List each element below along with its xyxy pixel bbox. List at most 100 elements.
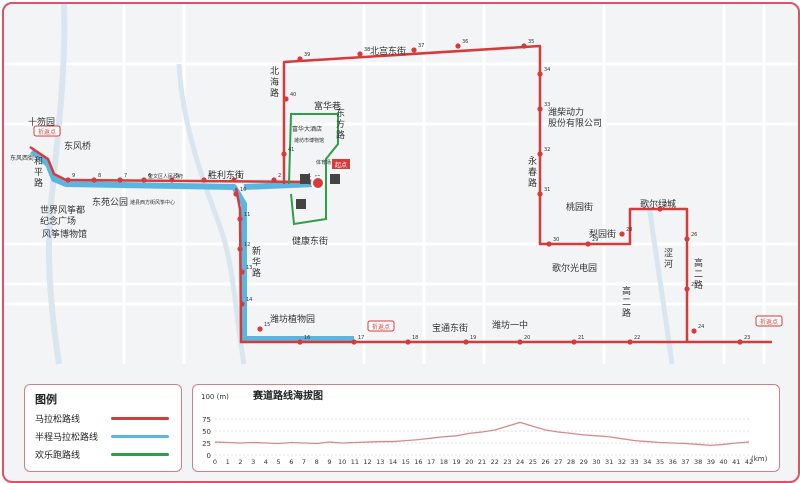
elevation-x-tick: 24 <box>516 458 524 466</box>
km-marker-label: 12 <box>244 242 250 248</box>
km-marker-label: 35 <box>528 39 534 45</box>
elevation-y-tick: 25 <box>202 440 211 448</box>
label-gaoer-road-right-char: 二 <box>694 270 703 280</box>
svg-text:折返点: 折返点 <box>760 318 778 326</box>
km-marker-label: 13 <box>246 265 252 271</box>
km-marker-dot <box>684 286 690 292</box>
elevation-x-tick: 42 <box>745 458 753 466</box>
elevation-x-tick: 41 <box>732 458 740 466</box>
km-marker-dot <box>351 339 357 345</box>
start-sign <box>332 159 350 169</box>
elevation-x-tick: 3 <box>251 458 255 466</box>
elevation-x-tick: 39 <box>707 458 715 466</box>
label-beihai-char: 海 <box>270 76 279 88</box>
elevation-x-tick: 19 <box>452 458 460 466</box>
km-marker-dot <box>405 339 411 345</box>
km-marker-label: 37 <box>418 43 424 49</box>
marathon-route-northeast <box>282 44 689 342</box>
km-marker-label: 27 <box>664 202 670 208</box>
km-marker-dot <box>297 339 303 345</box>
elevation-x-tick: 0 <box>213 458 217 466</box>
km-marker-label: 6 <box>148 173 151 179</box>
label-weihe-char: 河 <box>664 258 673 270</box>
start-finish-point <box>311 176 325 190</box>
label-yongchun-char: 春 <box>528 166 537 178</box>
elevation-x-tick: 32 <box>618 458 626 466</box>
km-marker-dot <box>141 177 147 183</box>
elevation-x-tick: 27 <box>554 458 562 466</box>
elevation-x-tick: 38 <box>694 458 702 466</box>
legend-fun-label: 欢乐跑路线 <box>35 451 81 461</box>
elevation-x-tick: 15 <box>402 458 410 466</box>
elevation-x-tick: 17 <box>427 458 435 466</box>
elevation-x-tick: 28 <box>567 458 575 466</box>
elevation-x-tick: 25 <box>529 458 537 466</box>
km-marker-dot <box>117 177 123 183</box>
elevation-x-tick: 33 <box>630 458 638 466</box>
label-dongfeng-small: 东风西街 <box>10 154 34 162</box>
label-gaoer-road-right-char: 高 <box>694 257 703 269</box>
legend-marathon-label: 马拉松路线 <box>35 415 81 425</box>
km-marker-dot <box>571 339 577 345</box>
label-weifang-no1: 潍坊一中 <box>492 319 528 331</box>
label-small-gym: 体育场 <box>316 159 331 166</box>
km-marker-label: 17 <box>358 335 364 341</box>
km-marker-dot <box>619 231 625 237</box>
elevation-x-tick: 36 <box>669 458 677 466</box>
km-marker-label: 36 <box>462 39 468 45</box>
km-marker-label: 4 <box>208 173 211 179</box>
label-beihai-char: 北 <box>270 66 279 77</box>
km-marker-label: 41 <box>288 147 294 153</box>
km-marker-dot <box>521 43 527 49</box>
label-xinhua-char: 华 <box>252 256 261 268</box>
km-marker-label: 33 <box>544 102 550 108</box>
fun-run-route <box>288 113 339 226</box>
elevation-x-tick: 37 <box>681 458 689 466</box>
label-heping-char: 平 <box>34 167 43 178</box>
elevation-x-tick: 10 <box>338 458 346 466</box>
km-marker-label: 19 <box>470 335 476 341</box>
km-markers: 1234567891011121314151617181920212223242… <box>65 39 750 345</box>
elevation-x-tick: 30 <box>592 458 600 466</box>
label-dongfang-char: 东 <box>336 107 345 119</box>
km-marker-label: 18 <box>412 335 418 341</box>
label-dongyuan-park: 东苑公园 <box>92 196 128 208</box>
km-marker-dot <box>455 43 461 49</box>
km-marker-dot <box>357 51 363 57</box>
label-small-museum: 潍坊市博物馆 <box>294 137 324 144</box>
label-liyuan: 梨园街 <box>589 228 616 240</box>
elevation-title: 赛道路线海拔图 <box>252 389 323 402</box>
elevation-x-tick: 35 <box>656 458 664 466</box>
elevation-y-tick: 50 <box>202 428 211 436</box>
label-gaoer-road-left-char: 高 <box>622 285 631 297</box>
km-marker-label: 5 <box>176 173 179 179</box>
elevation-x-unit: (km) <box>751 455 768 463</box>
label-shengli-east: 胜利东街 <box>208 169 244 181</box>
km-marker-dot <box>237 216 243 222</box>
elevation-x-tick: 9 <box>327 458 331 466</box>
label-fuhua-hotel: 富华大酒店 <box>292 125 322 133</box>
half-marathon-route <box>30 148 354 342</box>
elevation-x-tick: 21 <box>478 458 486 466</box>
km-marker-label: 2 <box>278 173 281 179</box>
elevation-x-tick: 22 <box>491 458 499 466</box>
label-weichai: 潍柴动力股份有限公司 <box>548 106 602 129</box>
elevation-x-tick: 20 <box>465 458 473 466</box>
gate-icon <box>300 174 310 184</box>
label-beigong-east: 北宫东街 <box>370 45 406 57</box>
label-xinhua-char: 新 <box>252 245 261 257</box>
km-marker-dot <box>169 177 175 183</box>
elevation-x-tick: 16 <box>414 458 422 466</box>
elevation-x-tick: 26 <box>541 458 549 466</box>
km-marker-label: 25 <box>691 282 697 288</box>
gate-icon-2 <box>330 174 340 184</box>
km-marker-dot <box>297 56 303 62</box>
elevation-x-tick: 2 <box>238 458 242 466</box>
elevation-x-tick: 1 <box>226 458 230 466</box>
elevation-x-tick: 12 <box>363 458 371 466</box>
elevation-x-tick: 5 <box>277 458 281 466</box>
km-marker-dot <box>546 241 552 247</box>
label-taoyuan: 桃园街 <box>566 201 593 213</box>
label-baotong-east: 宝通东街 <box>432 322 468 334</box>
